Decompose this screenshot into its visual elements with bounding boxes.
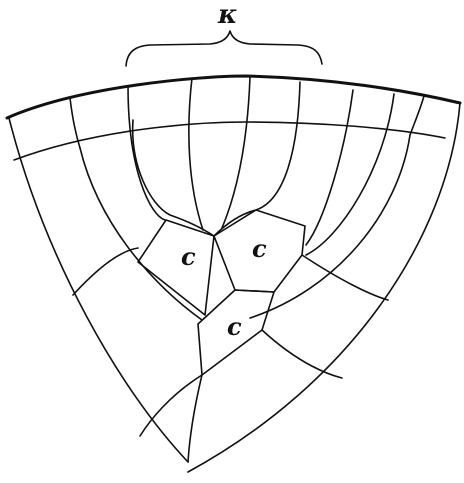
wall-cap-right — [214, 82, 300, 236]
wall-right-inner — [306, 94, 394, 255]
wall-lower-left — [73, 248, 138, 295]
wall-lower-right — [302, 255, 388, 300]
wall-center-1 — [189, 78, 203, 230]
outer-right-edge — [188, 103, 460, 472]
wall-bottom-right — [262, 330, 342, 378]
wall-bottom-left — [140, 375, 202, 436]
wall-cap-left — [133, 120, 214, 236]
outer-arc — [7, 76, 460, 118]
central-axis — [188, 375, 202, 462]
label-c-left: c — [181, 245, 196, 269]
band-divider-right — [410, 96, 424, 135]
wall-right-outer — [250, 135, 410, 318]
label-c-bottom: c — [227, 315, 242, 339]
wall-left-middle — [128, 86, 165, 220]
label-c-right: c — [252, 237, 267, 261]
cell-c-left — [138, 220, 214, 315]
band-divider-left — [70, 98, 80, 148]
wall-center-2 — [222, 77, 250, 228]
outer-left-edge — [9, 118, 188, 462]
label-k: κ — [218, 2, 238, 28]
wall-right-middle — [306, 90, 353, 245]
brace — [126, 31, 322, 66]
